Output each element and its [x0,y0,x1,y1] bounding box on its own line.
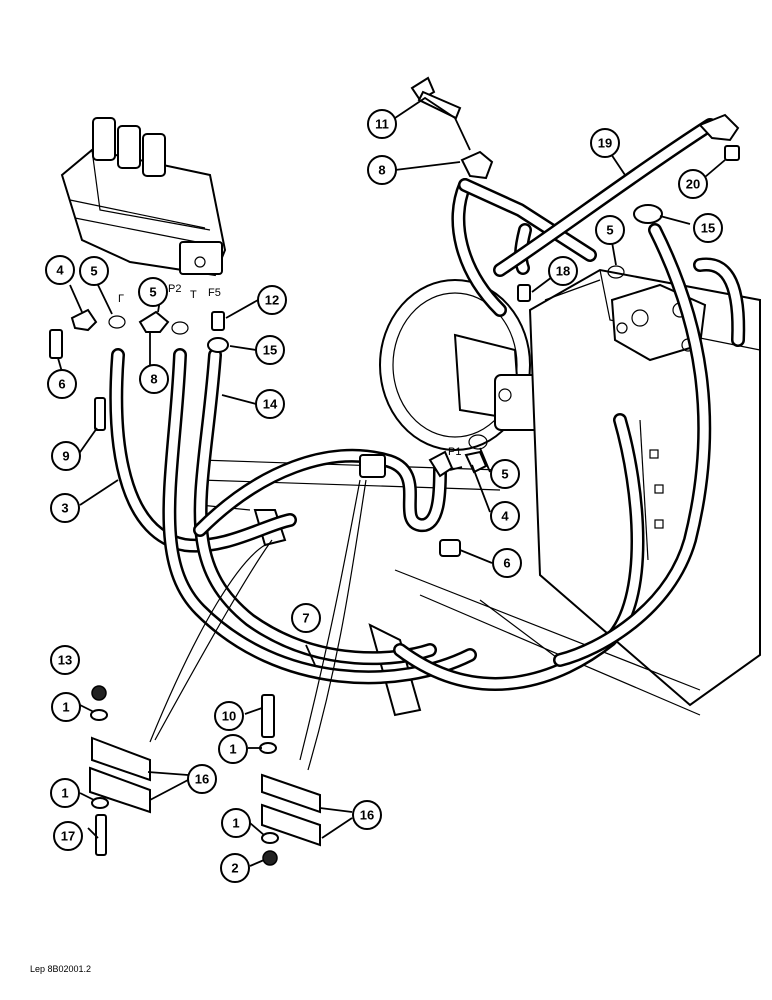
svg-text:17: 17 [61,829,75,844]
hydraulic-tank [528,268,761,707]
svg-text:4: 4 [56,263,64,278]
callout-15-top: 15 [693,213,723,243]
svg-text:15: 15 [263,343,277,358]
callout-8-left: 8 [139,364,169,394]
callouts: 11 8 19 20 15 5 18 4 5 5 12 15 8 6 14 9 … [45,109,723,883]
svg-text:1: 1 [229,742,236,757]
svg-text:3: 3 [61,501,68,516]
port-t-label: T [190,289,197,301]
svg-text:10: 10 [222,709,236,724]
callout-9: 9 [51,441,81,471]
svg-text:13: 13 [58,653,72,668]
svg-text:1: 1 [62,700,69,715]
svg-text:15: 15 [701,221,715,236]
svg-text:9: 9 [62,449,69,464]
port-p2-label: P2 [168,283,181,295]
port-f5-label: F5 [208,287,221,299]
svg-text:1: 1 [232,816,239,831]
svg-text:5: 5 [149,285,156,300]
leader-lines [57,96,726,867]
svg-text:20: 20 [686,177,700,192]
svg-text:5: 5 [501,467,508,482]
port-labels: Γ P2 T F5 P1 [118,283,461,458]
callout-4-right: 4 [490,501,520,531]
svg-text:5: 5 [606,223,613,238]
control-valve [60,117,227,277]
svg-text:6: 6 [503,556,510,571]
svg-text:14: 14 [263,397,278,412]
callout-2: 2 [220,853,250,883]
svg-text:19: 19 [598,136,612,151]
svg-text:7: 7 [302,611,309,626]
svg-text:8: 8 [378,163,385,178]
callout-1-a: 1 [51,692,81,722]
callout-5-right: 5 [490,459,520,489]
svg-text:12: 12 [265,293,279,308]
svg-text:4: 4 [501,509,509,524]
callout-14: 14 [255,389,285,419]
callout-6-right: 6 [492,548,522,578]
svg-text:6: 6 [58,377,65,392]
callout-5-left: 5 [79,256,109,286]
callout-5-top: 5 [595,215,625,245]
callout-6-left: 6 [47,369,77,399]
callout-10: 10 [214,701,244,731]
callout-8-top: 8 [367,155,397,185]
callout-18: 18 [548,256,578,286]
callout-7: 7 [291,603,321,633]
svg-text:16: 16 [195,772,209,787]
callout-19: 19 [590,128,620,158]
svg-text:8: 8 [150,372,157,387]
callout-4-left: 4 [45,255,75,285]
svg-text:5: 5 [90,264,97,279]
callout-3: 3 [50,493,80,523]
svg-text:16: 16 [360,808,374,823]
callout-16-left: 16 [187,764,217,794]
svg-text:2: 2 [231,861,238,876]
svg-text:18: 18 [556,264,570,279]
callout-15-left: 15 [255,335,285,365]
svg-text:1: 1 [61,786,68,801]
callout-1-b: 1 [218,734,248,764]
fittings [49,76,740,866]
port-p1-label: P1 [448,446,461,458]
callout-12: 12 [257,285,287,315]
callout-11: 11 [367,109,397,139]
callout-20: 20 [678,169,708,199]
callout-16-right: 16 [352,800,382,830]
svg-text:11: 11 [375,117,389,132]
callout-1-c: 1 [50,778,80,808]
hoses [109,118,746,691]
drawing-reference: Lep 8B02001.2 [30,964,92,974]
port-bracket-label: Γ [118,293,124,305]
callout-17: 17 [53,821,83,851]
callout-5-mid: 5 [138,277,168,307]
callout-1-d: 1 [221,808,251,838]
callout-13: 13 [50,645,80,675]
